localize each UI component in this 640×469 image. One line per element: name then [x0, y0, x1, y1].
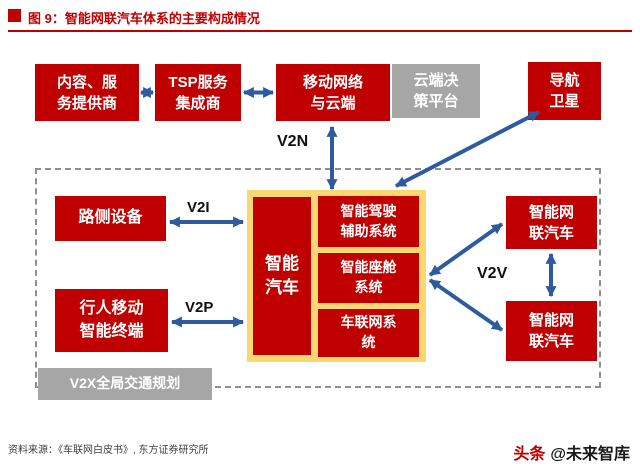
- icv-bottom-box: 智能网 联汽车: [506, 301, 597, 361]
- cockpit-system-box: 智能座舱 系统: [318, 253, 419, 303]
- mobile-network-cloud-box: 移动网络 与云端: [276, 64, 390, 121]
- roadside-unit-box: 路侧设备: [55, 196, 166, 241]
- figure-badge-icon: [8, 9, 21, 22]
- icv-top-box: 智能网 联汽车: [506, 196, 597, 249]
- content-provider-box: 内容、服 务提供商: [35, 64, 139, 121]
- v2v-label: V2V: [477, 265, 508, 282]
- v2n-label: V2N: [277, 133, 309, 150]
- system-boundary-dashed-box: [35, 168, 601, 388]
- source-note: 资料来源：《车联网白皮书》, 东方证券研究所: [8, 445, 209, 456]
- telematics-system-box: 车联网系 统: [318, 309, 419, 357]
- watermark-handle: @未来智库: [550, 446, 630, 463]
- v2x-planning-box: V2X全局交通规划: [38, 368, 212, 400]
- figure-title: 图 9：智能网联汽车体系的主要构成情况: [28, 11, 260, 26]
- watermark-brand-logo: 头条: [513, 446, 546, 463]
- smart-car-box: 智能 汽车: [253, 197, 311, 355]
- driving-assist-system-box: 智能驾驶 辅助系统: [318, 196, 419, 247]
- title-divider: [8, 30, 632, 32]
- cloud-decision-platform-box: 云端决 策平台: [392, 64, 480, 118]
- nav-satellite-box: 导航 卫星: [528, 62, 601, 120]
- tsp-integrator-box: TSP服务 集成商: [155, 64, 241, 121]
- v2i-label: V2I: [187, 199, 210, 216]
- watermark: 头条 @未来智库: [513, 440, 630, 464]
- v2p-label: V2P: [185, 299, 214, 316]
- pedestrian-terminal-box: 行人移动 智能终端: [55, 289, 168, 352]
